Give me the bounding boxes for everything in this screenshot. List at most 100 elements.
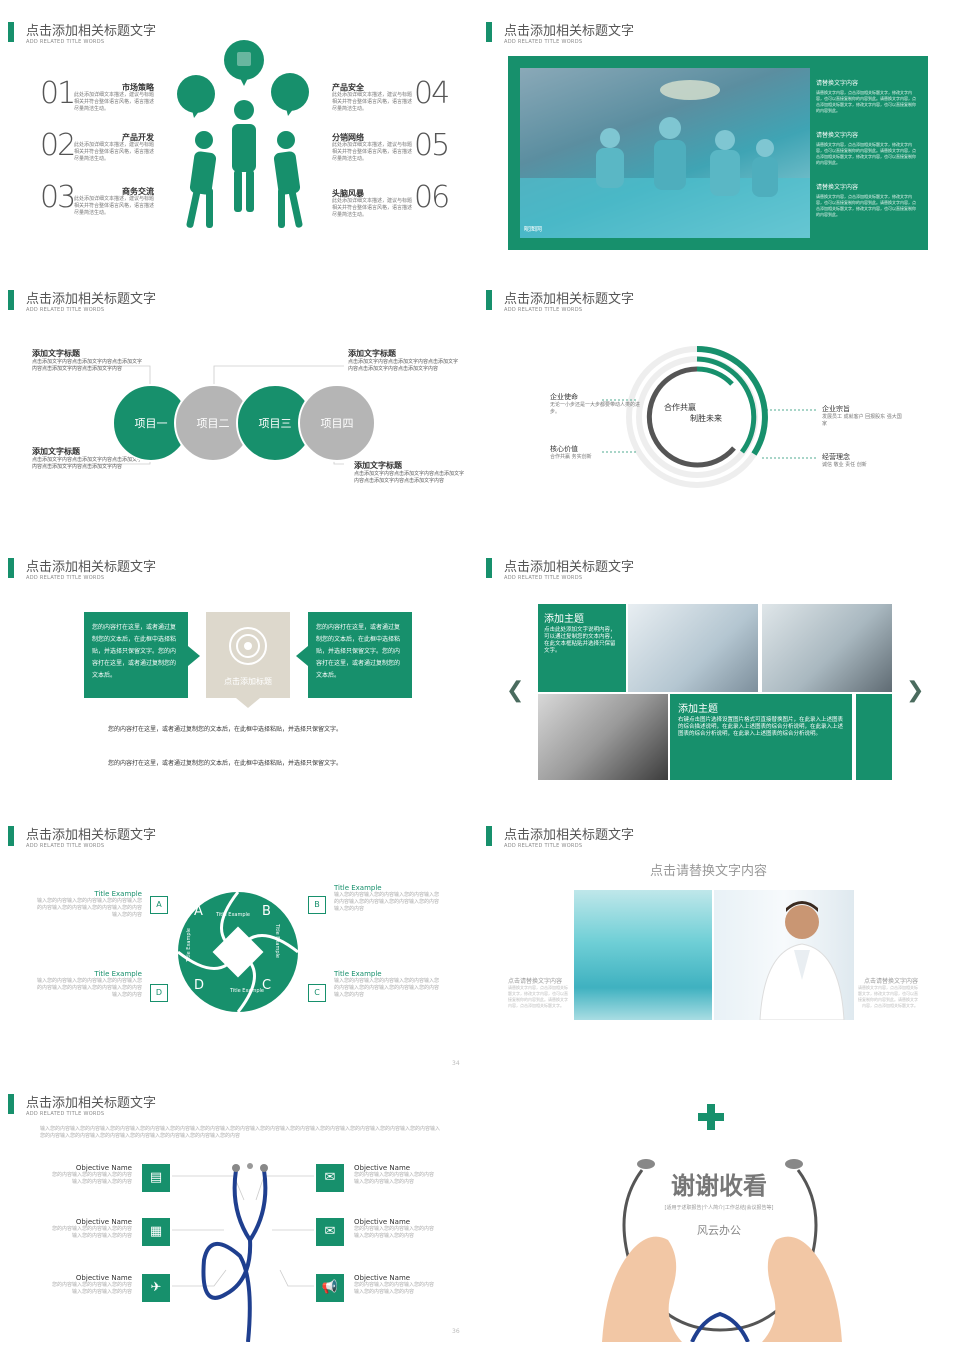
green-block: [856, 694, 892, 780]
item-desc: 此处添加详细文本描述，建议与标题相关并符合整体语言风格，语言描述尽量简洁生动。: [74, 196, 155, 216]
photo-watermark: 昵图网: [524, 226, 543, 233]
item-label: 头脑风暴: [332, 189, 364, 198]
thanks-subtitle: [适用于述职报告|个人简介|工作总结|会议报告等]: [664, 1205, 774, 1211]
item-number: 05: [414, 128, 450, 163]
quadrant-label: D: [194, 978, 205, 993]
example-item: Title Example 输入您的内容输入您的内容输入您的内容输入您的内容输入…: [334, 884, 440, 912]
item-number: 01: [40, 76, 76, 111]
item-desc: 此处添加详细文本描述，建议与标题相关并符合整体语言风格，语言描述尽量简洁生动。: [332, 142, 413, 162]
info-right: 经营理念 诚信 敬业 责任 创新: [822, 453, 867, 468]
ring-diagram: [626, 346, 768, 488]
document-icon: ▤: [142, 1164, 170, 1192]
side-text: 点击请替换文字内容 请替换文字内容，点击添加相关标题文字，修改文字内容，也可以直…: [858, 978, 918, 1008]
item-label: 产品安全: [332, 83, 364, 92]
item-number: 03: [40, 180, 76, 215]
megaphone-icon: 📢: [316, 1274, 344, 1302]
info-left: 核心价值 合作共赢 务实创新: [550, 445, 592, 460]
business-photo: [628, 604, 758, 692]
letter-box: B: [308, 896, 326, 914]
clipboard-icon: ▦: [142, 1218, 170, 1246]
thinking-people-illustration: [177, 40, 309, 228]
quadrant-label: C: [262, 978, 272, 993]
center-card: 点击添加标题: [206, 612, 290, 698]
stethoscope-diagram: [172, 1163, 314, 1342]
item-label: 商务交流: [122, 187, 154, 196]
pinwheel-diagram: [177, 891, 299, 1013]
quadrant-label: B: [262, 904, 271, 919]
item-label: 市场策略: [122, 83, 154, 92]
ring-center-text: 合作共赢: [664, 403, 696, 412]
text-block: 请替换文字内容 请替换文字内容，点击添加相关标题文字，修改文字内容，也可以直接复…: [816, 80, 916, 113]
item-number: 06: [414, 180, 450, 215]
item-number: 02: [40, 128, 76, 163]
ring-center-text: 制胜未来: [690, 414, 722, 423]
slide-10: 谢谢收看 [适用于述职报告|个人简介|工作总结|会议报告等] 风云办公: [482, 1080, 956, 1342]
example-item: Title Example 输入您的内容输入您的内容输入您的内容输入您的内容输入…: [36, 890, 142, 918]
project-circle: 项目四: [298, 384, 376, 462]
target-icon: [229, 627, 267, 665]
page-number: 36: [452, 1328, 460, 1335]
item-number: 04: [414, 76, 450, 111]
item-label: 分销网络: [332, 133, 364, 142]
content-line: 您的内容打在这里，或者通过复制您的文本后，在此框中选择粘贴，并选择只保留文字。: [108, 726, 343, 733]
topic-box: 添加主题 点击此处添加文字说明内容，可以通过复制您的文本内容，在此文本框粘贴并选…: [538, 604, 626, 692]
leader-lines: [602, 399, 818, 459]
item-desc: 此处添加详细文本描述，建议与标题相关并符合整体语言风格，语言描述尽量简洁生动。: [332, 198, 413, 218]
prev-arrow[interactable]: ❮: [506, 678, 525, 703]
surgery-photo: 昵图网: [520, 68, 810, 238]
page-number: 34: [452, 1060, 460, 1067]
item-desc: 此处添加详细文本描述，建议与标题相关并符合整体语言风格，语言描述尽量简洁生动。: [74, 142, 155, 162]
side-text: 点击请替换文字内容 请替换文字内容，点击添加相关标题文字，修改文字内容，也可以直…: [508, 978, 568, 1008]
letter-box: A: [150, 896, 168, 914]
topic-box: 添加主题 右键点击图片选择设置图片格式可直接替换图片，在此录入上述图表的综合描述…: [670, 694, 852, 780]
example-item: Title Example 输入您的内容输入您的内容输入您的内容输入您的内容输入…: [334, 970, 440, 998]
item-desc: 此处添加详细文本描述，建议与标题相关并符合整体语言风格，语言描述尽量简洁生动。: [332, 92, 413, 112]
example-item: Title Example 输入您的内容输入您的内容输入您的内容输入您的内容输入…: [36, 970, 142, 998]
text-box-right: 您的内容打在这里，或者通过复制您的文本后，在此框中选择粘贴，并选择只保留文字。您…: [308, 612, 412, 698]
thanks-title: 谢谢收看: [671, 1172, 767, 1200]
petal-label: Title Example: [230, 988, 264, 994]
note: 添加文字标题 点击添加文字内容点击添加文字内容点击添加文字内容点击添加文字内容点…: [348, 349, 459, 372]
doctor-photo: [714, 890, 854, 1021]
content-line: 您的内容打在这里，或者通过复制您的文本后，在此框中选择粘贴，并选择只保留文字。: [108, 760, 343, 767]
next-arrow[interactable]: ❯: [906, 678, 925, 703]
petal-label: Title Example: [186, 928, 192, 962]
letter-box: C: [308, 984, 326, 1002]
note: 添加文字标题 点击添加文字内容点击添加文字内容点击添加文字内容点击添加文字内容点…: [32, 349, 143, 372]
quadrant-label: A: [194, 904, 203, 919]
text-block: 请替换文字内容 请替换文字内容，点击添加相关标题文字，修改文字内容，也可以直接复…: [816, 132, 916, 165]
card-pointer: [236, 698, 260, 708]
petal-label: Title Example: [274, 924, 280, 958]
info-right: 企业宗旨 发展员工 成就客户 回报股东 强大国家: [822, 405, 902, 427]
item-label: 产品开发: [122, 133, 154, 142]
operating-room-photo: [574, 890, 712, 1020]
info-left: 企业使命 无论一小步还是一大步都要带动人类的进步。: [550, 393, 641, 415]
arrow-left: [296, 646, 308, 666]
mail-icon: ✉: [316, 1164, 344, 1192]
hands-stethoscope-illustration: [602, 1159, 842, 1342]
medical-cross-icon: [698, 1104, 724, 1130]
plane-icon: ✈: [142, 1274, 170, 1302]
text-box-left: 您的内容打在这里，或者通过复制您的文本后，在此框中选择粘贴，并选择只保留文字。您…: [84, 612, 188, 698]
note: 添加文字标题 点击添加文字内容点击添加文字内容点击添加文字内容点击添加文字内容点…: [354, 461, 465, 484]
letter-box: D: [150, 984, 168, 1002]
laptop-photo: [762, 604, 892, 692]
text-block: 请替换文字内容 请替换文字内容，点击添加相关标题文字，修改文字内容，也可以直接复…: [816, 184, 916, 217]
meeting-photo: [538, 694, 668, 780]
item-desc: 此处添加详细文本描述，建议与标题相关并符合整体语言风格，语言描述尽量简洁生动。: [74, 92, 155, 112]
note: 添加文字标题 点击添加文字内容点击添加文字内容点击添加文字内容点击添加文字内容点…: [32, 447, 143, 470]
